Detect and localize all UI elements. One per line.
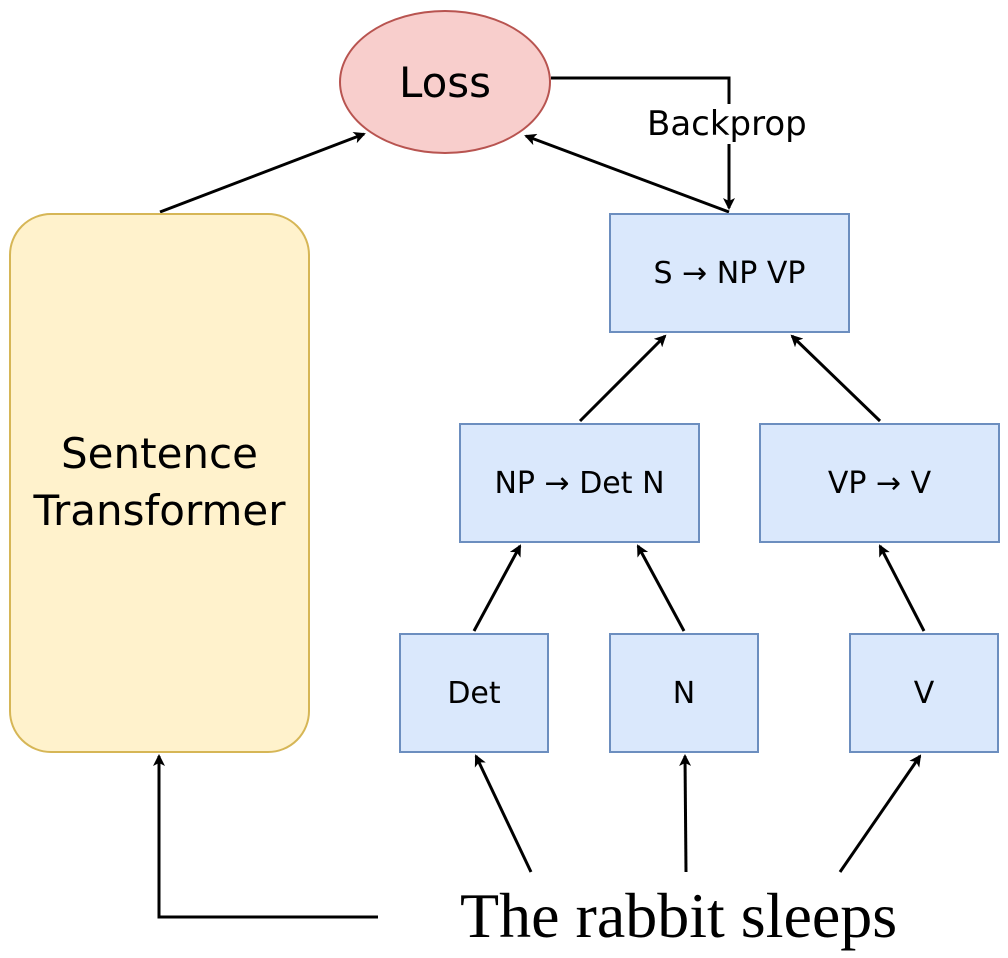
leaf-det-node: Det <box>399 633 549 753</box>
leaf-n-label: N <box>672 675 696 711</box>
edge-rule-s-to-loss <box>524 133 730 214</box>
sentence-transformer-label-line1: Sentence <box>61 429 258 479</box>
input-sentence: The rabbit sleeps <box>460 880 898 951</box>
edge-sentence-to-transformer <box>153 754 378 919</box>
sentence-transformer-node: Sentence Transformer <box>9 213 310 753</box>
edge-sentence-to-v <box>838 754 922 873</box>
rule-np-node: NP → Det N <box>459 423 700 543</box>
leaf-n-node: N <box>609 633 759 753</box>
loss-label: Loss <box>398 57 492 107</box>
edge-transformer-to-loss <box>159 131 366 214</box>
edge-sentence-to-det <box>474 754 533 873</box>
edge-backprop-loss-to-rule-s <box>551 76 735 210</box>
sentence-transformer-label: Sentence Transformer <box>33 426 285 539</box>
rule-s-node: S → NP VP <box>609 213 850 333</box>
leaf-v-node: V <box>849 633 999 753</box>
leaf-v-label: V <box>913 675 935 711</box>
sentence-transformer-label-line2: Transformer <box>33 486 286 535</box>
edge-v-to-rule-vp <box>878 544 926 632</box>
edge-sentence-to-n <box>679 754 692 873</box>
loss-node: Loss <box>339 10 551 154</box>
edge-n-to-rule-np <box>636 544 686 632</box>
edge-rule-np-to-rule-s <box>578 334 667 423</box>
rule-vp-label: VP → V <box>827 465 932 501</box>
leaf-det-label: Det <box>447 675 501 711</box>
edge-det-to-rule-np <box>472 544 522 632</box>
rule-np-label: NP → Det N <box>494 465 665 501</box>
backprop-label: Backprop <box>645 104 809 144</box>
edge-rule-vp-to-rule-s <box>790 334 882 423</box>
rule-s-label: S → NP VP <box>653 255 806 291</box>
rule-vp-node: VP → V <box>759 423 1000 543</box>
